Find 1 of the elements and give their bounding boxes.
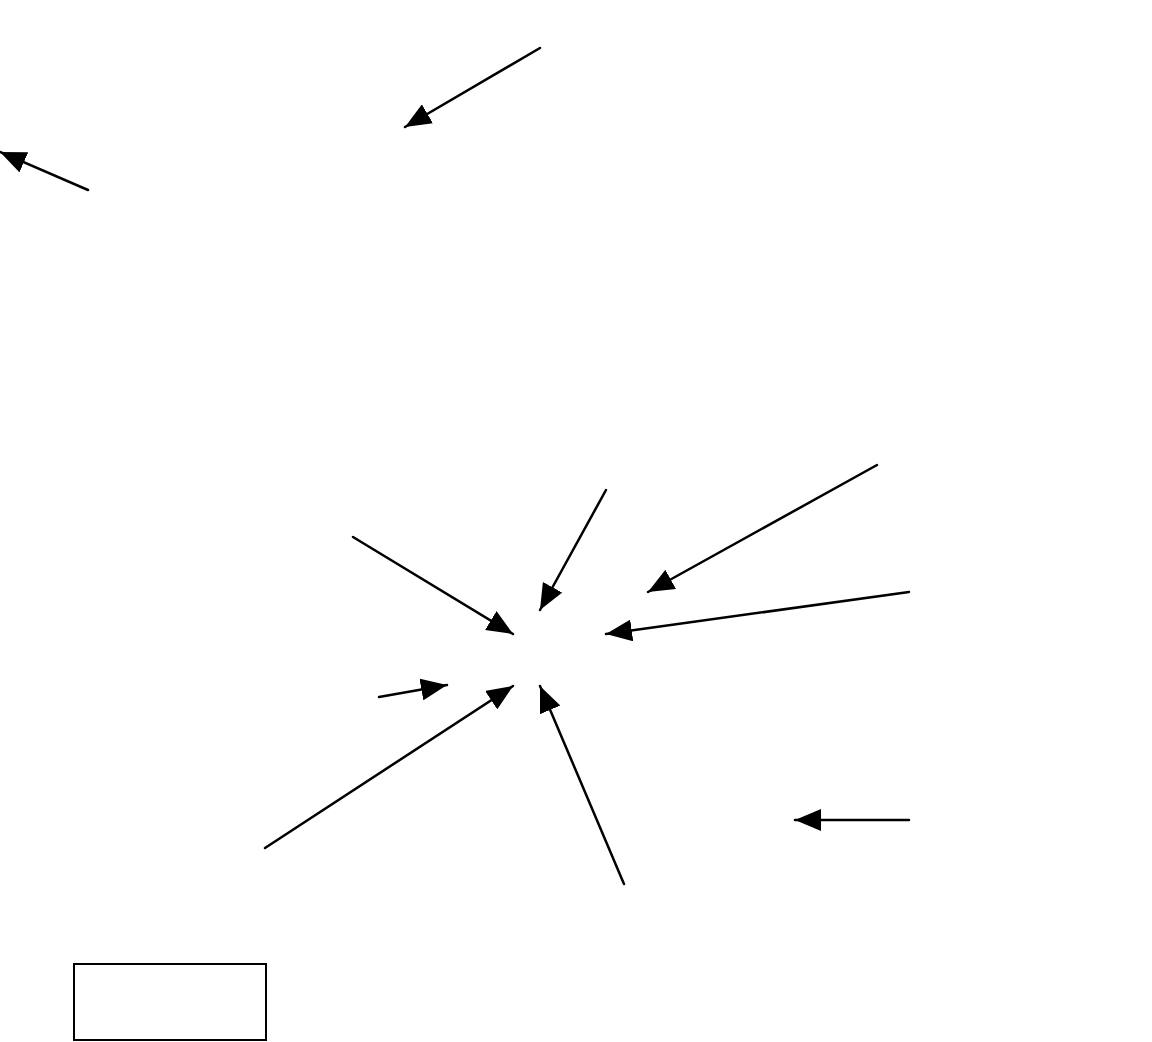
empty-box <box>73 963 267 1041</box>
